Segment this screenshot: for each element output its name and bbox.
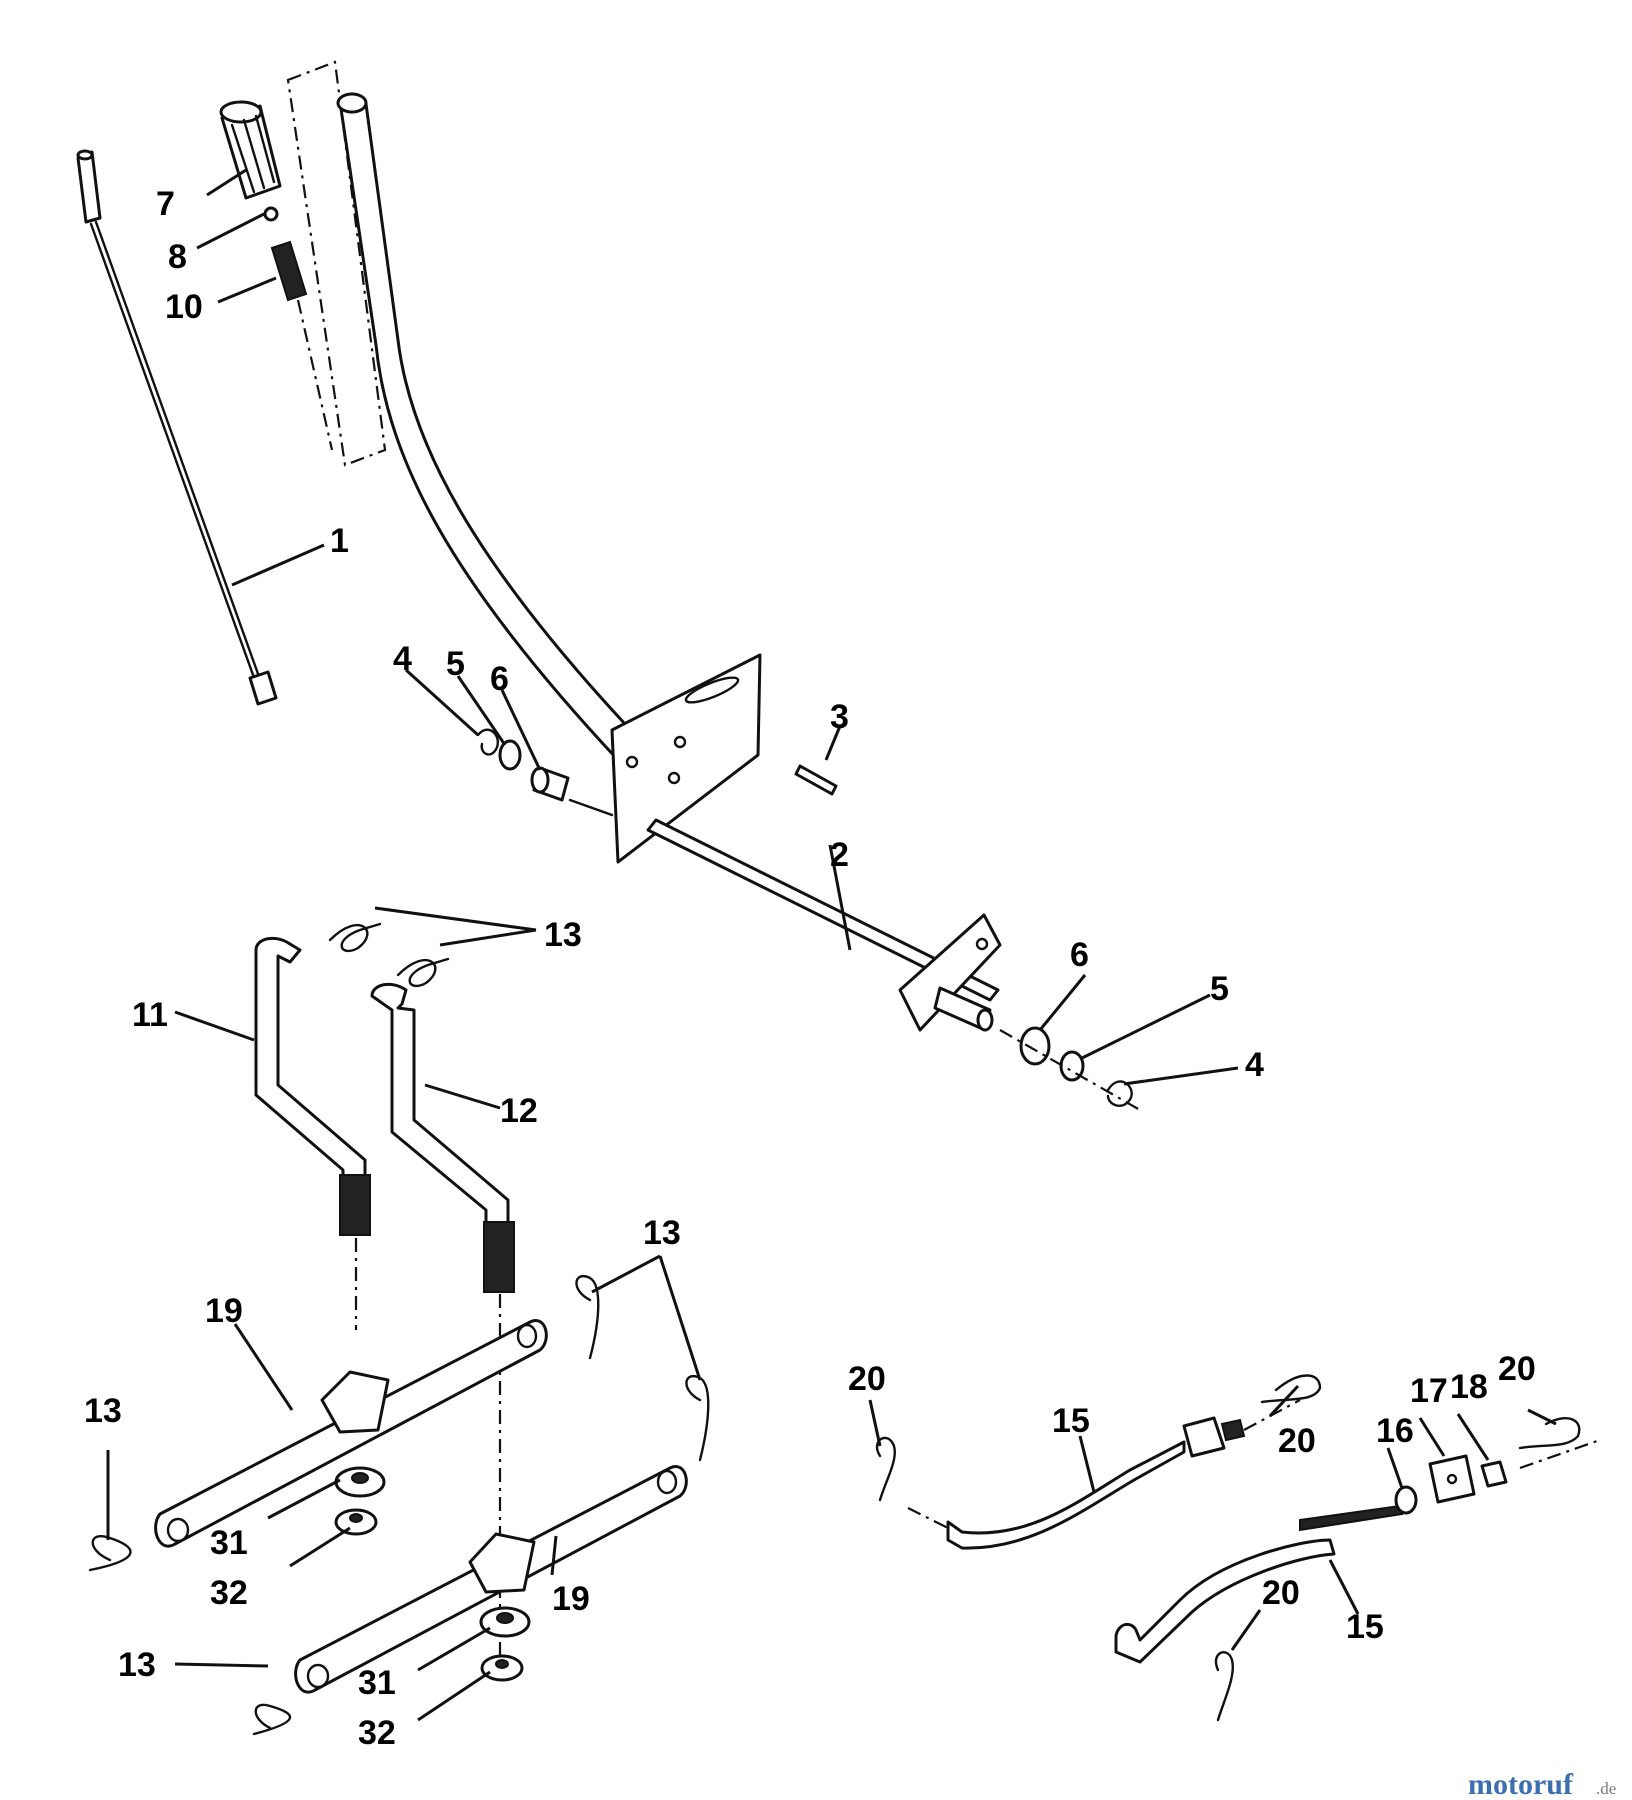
ball [263,206,279,222]
callout-10: 10 [165,288,203,326]
callout-18: 18 [1450,1368,1488,1406]
hairpin-clip-20b [1260,1374,1322,1404]
adjust-rod-upper [946,1416,1246,1550]
hairpin-clip-13f [252,1703,291,1736]
lift-arm-upper [154,1319,548,1548]
key [794,764,838,796]
lift-shaft-assembly [336,92,1002,1032]
nut-18 [1480,1460,1508,1488]
callout-numbers: 1 2 3 4 5 6 6 5 4 7 8 10 11 12 13 13 13 … [84,185,1536,1752]
leader-lines [106,168,1557,1722]
washer-left [498,739,522,771]
lift-arm-lower [294,1465,688,1694]
callout-32: 32 [210,1574,248,1612]
callout-19: 19 [205,1292,243,1330]
callout-32: 32 [358,1714,396,1752]
callout-3: 3 [830,698,849,736]
hairpin-clip-20c [1518,1417,1581,1450]
svg-text:.de: .de [1596,1779,1616,1798]
hairpin-clip-13a [328,922,382,953]
adjust-rod-lower [1114,1504,1404,1664]
callout-6: 6 [490,660,509,698]
lift-link-left [254,936,371,1236]
svg-text:motoruf: motoruf [1468,1768,1574,1800]
hairpin-clip-13d [685,1375,710,1462]
hairpin-clip-20d [1214,1651,1234,1722]
callout-2: 2 [830,836,849,874]
hairpin-clip-13e [88,1535,132,1572]
callout-8: 8 [168,238,187,276]
callout-5: 5 [1210,970,1229,1008]
watermark-logo: motoruf .de [1468,1768,1616,1800]
callout-15: 15 [1052,1402,1090,1440]
assembly-axis [296,299,334,451]
hairpin-clip-13b [396,957,450,988]
bushing-right [1019,1026,1051,1066]
callout-13: 13 [544,916,582,954]
nut-32b [480,1654,524,1682]
callout-20: 20 [848,1360,886,1398]
handle-group-outline [286,60,387,467]
callout-11: 11 [132,996,168,1034]
callout-13: 13 [118,1646,156,1684]
callout-1: 1 [330,522,349,560]
hairpin-clip-13c [575,1275,600,1360]
callout-16: 16 [1376,1412,1414,1450]
spring [270,240,308,302]
handle-grip [219,100,282,200]
callout-19: 19 [552,1580,590,1618]
callout-31: 31 [210,1524,248,1562]
bushing-31b [479,1606,531,1638]
bushing-31a [334,1466,386,1498]
callout-12: 12 [500,1092,538,1130]
callout-15: 15 [1346,1608,1384,1646]
callout-4: 4 [1245,1046,1264,1084]
callout-4: 4 [393,640,412,678]
callout-6: 6 [1070,936,1089,974]
callout-20: 20 [1498,1350,1536,1388]
callout-31: 31 [358,1664,396,1702]
lift-link-right [370,982,515,1293]
callout-17: 17 [1410,1372,1448,1410]
lift-rod [76,149,278,706]
callout-7: 7 [156,185,175,223]
callout-5: 5 [446,645,465,683]
callout-13: 13 [84,1392,122,1430]
callout-20: 20 [1262,1574,1300,1612]
hairpin-clip-left [476,728,500,756]
hairpin-clip-20a [875,1436,896,1502]
washer-16 [1394,1485,1418,1515]
nut-32a [334,1508,378,1536]
callout-20: 20 [1278,1422,1316,1460]
callout-13: 13 [643,1214,681,1252]
